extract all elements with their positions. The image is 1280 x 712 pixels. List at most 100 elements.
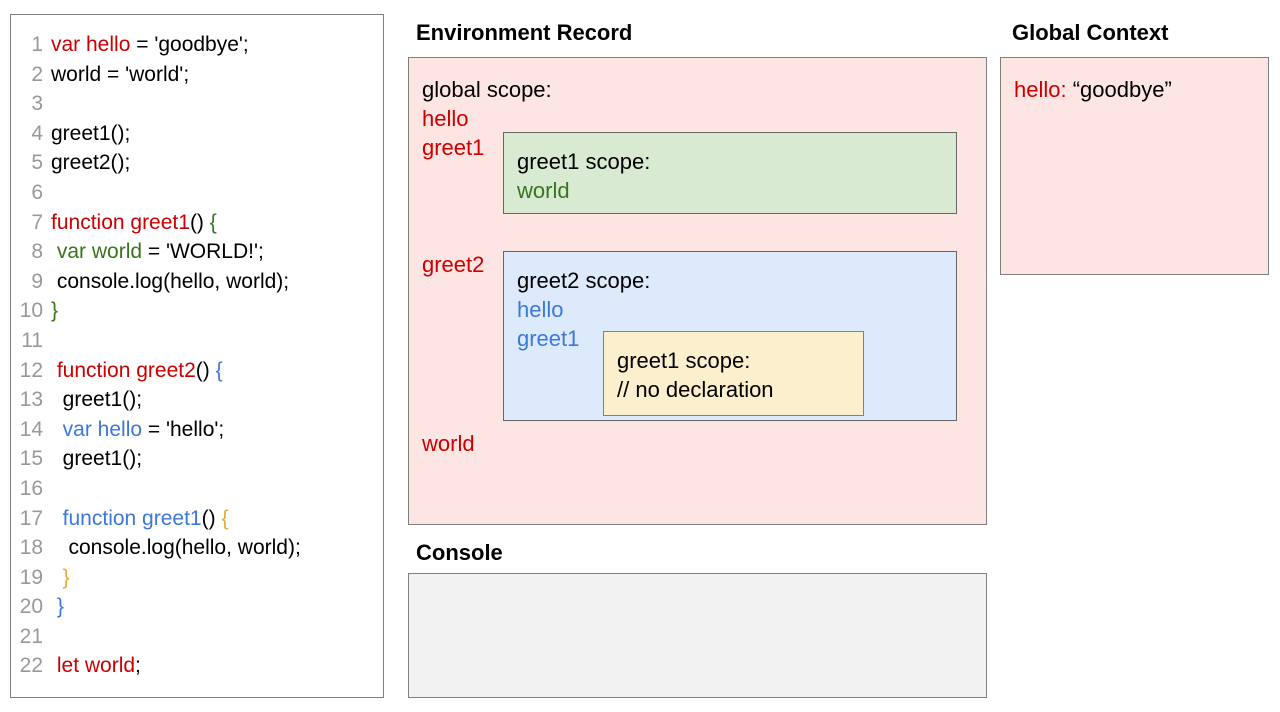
code-token bbox=[51, 566, 63, 589]
code-line-number: 15 bbox=[19, 447, 43, 471]
code-line: 7 function greet1() { bbox=[11, 208, 383, 238]
code-token: } bbox=[56, 595, 64, 619]
code-line-number: 22 bbox=[19, 654, 43, 678]
code-line: 13 greet1(); bbox=[11, 385, 383, 415]
code-line-text: function greet2() { bbox=[51, 356, 223, 386]
code-token: ; bbox=[135, 654, 141, 678]
code-line-number: 12 bbox=[19, 358, 43, 382]
code-token: { bbox=[209, 210, 217, 234]
console-title: Console bbox=[416, 540, 503, 565]
code-token: } bbox=[51, 299, 59, 323]
code-token: function greet1 bbox=[51, 210, 190, 234]
code-token: function greet2 bbox=[56, 358, 196, 382]
code-token: greet2(); bbox=[51, 151, 131, 175]
code-token: console.log(hello, world); bbox=[51, 536, 301, 560]
code-token: function greet1 bbox=[62, 506, 202, 530]
code-line-number: 2 bbox=[31, 62, 43, 86]
code-line-number: 17 bbox=[19, 506, 43, 530]
code-token: world = 'world'; bbox=[51, 62, 190, 86]
code-line-number: 1 bbox=[31, 33, 43, 56]
greet1-scope-box: greet1 scope: world bbox=[503, 132, 957, 214]
code-line-number: 8 bbox=[31, 240, 43, 264]
code-line: 16 bbox=[11, 474, 383, 504]
code-line: 11 bbox=[11, 326, 383, 356]
code-token: () bbox=[189, 210, 210, 234]
global-scope-var-greet2: greet2 bbox=[422, 252, 485, 277]
code-line-text: } bbox=[51, 296, 58, 326]
global-context-panel: hello: “goodbye” bbox=[1000, 57, 1269, 275]
code-token: { bbox=[215, 358, 223, 382]
code-token: let world bbox=[56, 654, 136, 678]
code-line-text: world = 'world'; bbox=[51, 60, 189, 90]
code-line-number: 3 bbox=[31, 92, 43, 116]
code-line-text: greet2(); bbox=[51, 148, 130, 178]
greet2-scope-var-greet1: greet1 bbox=[517, 326, 580, 351]
global-context-entry-key: hello: bbox=[1014, 77, 1067, 102]
code-line: 6 bbox=[11, 178, 383, 208]
environment-record-title: Environment Record bbox=[416, 20, 633, 45]
code-token: var world bbox=[56, 240, 143, 264]
code-token: () bbox=[195, 358, 216, 382]
code-line-number: 21 bbox=[19, 624, 43, 648]
code-token: = 'hello'; bbox=[142, 417, 225, 441]
code-token: = 'WORLD!'; bbox=[142, 240, 264, 264]
code-line: 2 world = 'world'; bbox=[11, 60, 383, 90]
greet1-inner-scope-header: greet1 scope: bbox=[617, 348, 751, 373]
global-context-entry-value: “goodbye” bbox=[1072, 77, 1172, 102]
code-token: greet1(); bbox=[51, 447, 143, 471]
code-line-text: console.log(hello, world); bbox=[51, 267, 289, 297]
greet1-scope-header: greet1 scope: bbox=[517, 149, 651, 174]
global-scope-header: global scope: bbox=[422, 77, 552, 102]
code-line-text: var hello = 'hello'; bbox=[51, 415, 225, 445]
code-line: 15 greet1(); bbox=[11, 444, 383, 474]
code-line: 20 } bbox=[11, 592, 383, 622]
code-line: 10} bbox=[11, 296, 383, 326]
code-line-number: 5 bbox=[31, 151, 43, 175]
code-editor-panel[interactable]: 1 var hello = 'goodbye'; 2 world = 'world';… bbox=[10, 14, 384, 698]
console-panel[interactable] bbox=[408, 573, 987, 698]
environment-record-panel: global scope: hello greet1 greet2 world … bbox=[408, 57, 987, 525]
code-line: 5 greet2(); bbox=[11, 148, 383, 178]
code-line: 21 bbox=[11, 622, 383, 652]
code-line: 17 function greet1() { bbox=[11, 504, 383, 534]
code-line-number: 16 bbox=[19, 476, 43, 500]
greet2-scope-header: greet2 scope: bbox=[517, 268, 651, 293]
code-token: console.log(hello, world); bbox=[51, 269, 290, 293]
code-line-number: 7 bbox=[31, 210, 43, 234]
code-token: greet1(); bbox=[51, 121, 131, 145]
code-line-text: let world; bbox=[51, 651, 141, 681]
code-line: 1 var hello = 'goodbye'; bbox=[11, 30, 383, 60]
code-line-text: var world = 'WORLD!'; bbox=[51, 237, 264, 267]
greet1-scope-var-world: world bbox=[517, 178, 570, 203]
code-lines-container: 1 var hello = 'goodbye'; 2 world = 'world';… bbox=[11, 15, 383, 681]
code-token: { bbox=[221, 506, 229, 530]
global-scope-var-greet1: greet1 bbox=[422, 135, 485, 160]
global-scope-var-hello: hello bbox=[422, 106, 469, 131]
code-line: 18 console.log(hello, world); bbox=[11, 533, 383, 563]
code-line-number: 20 bbox=[19, 595, 43, 619]
code-line-number: 9 bbox=[31, 269, 43, 293]
code-token: var hello bbox=[51, 33, 131, 56]
code-line-text: greet1(); bbox=[51, 119, 130, 149]
code-line: 9 console.log(hello, world); bbox=[11, 267, 383, 297]
greet1-inner-scope-box: greet1 scope: // no declaration bbox=[603, 331, 864, 416]
code-line: 22 let world; bbox=[11, 651, 383, 681]
code-token: var hello bbox=[62, 417, 143, 441]
code-line-text: function greet1() { bbox=[51, 208, 217, 238]
code-line-number: 13 bbox=[19, 388, 43, 412]
greet1-inner-scope-note: // no declaration bbox=[617, 377, 774, 402]
code-line: 12 function greet2() { bbox=[11, 356, 383, 386]
code-token bbox=[51, 418, 63, 441]
code-line-number: 10 bbox=[19, 299, 43, 323]
global-scope-var-world: world bbox=[422, 431, 475, 456]
code-line-text: var hello = 'goodbye'; bbox=[51, 30, 249, 60]
code-line-text: greet1(); bbox=[51, 385, 142, 415]
code-line-text: } bbox=[51, 563, 70, 593]
code-line-number: 19 bbox=[19, 565, 43, 589]
global-context-entry: hello: “goodbye” bbox=[1014, 75, 1172, 104]
global-context-title: Global Context bbox=[1012, 20, 1169, 45]
code-token: = 'goodbye'; bbox=[130, 33, 249, 56]
code-line-text: greet1(); bbox=[51, 444, 142, 474]
code-line-text: function greet1() { bbox=[51, 504, 229, 534]
